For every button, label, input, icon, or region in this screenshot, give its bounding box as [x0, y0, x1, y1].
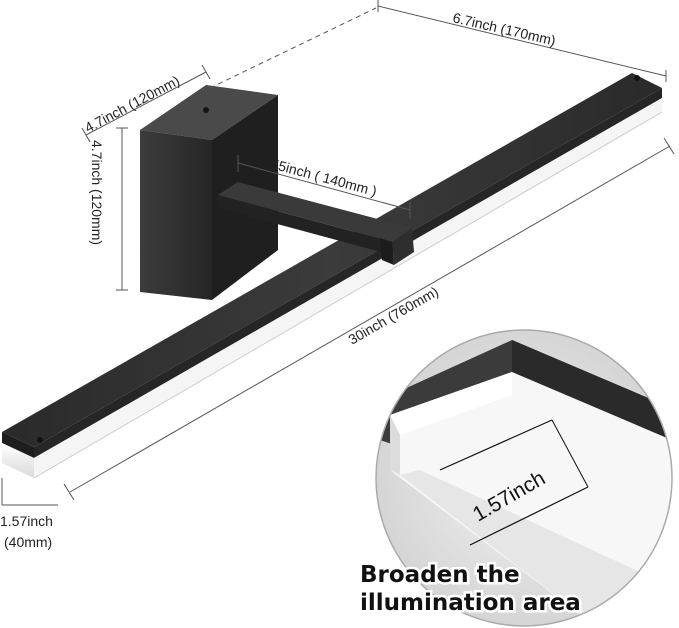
support-arm [218, 182, 414, 265]
callout-line-1: Broaden the [360, 562, 520, 588]
bar-height-mm-label: (40mm) [4, 534, 52, 550]
arm-length-label: 55inch ( 140mm ) [269, 155, 378, 199]
dimension-lines [1, 0, 675, 506]
bar-screw-left-icon [37, 437, 43, 443]
light-bar [2, 73, 663, 479]
wall-light-fixture [2, 73, 663, 479]
plate-height-label: 4.7inch (120mm) [89, 140, 105, 245]
plate-screw-icon [203, 107, 209, 113]
bar-screw-right-icon [634, 75, 640, 81]
wall-plate [140, 85, 278, 300]
arm-depth-label: 6.7inch (170mm) [451, 9, 557, 48]
callout-line-2: illumination area [360, 590, 581, 616]
bar-length-label: 30inch (760mm) [346, 283, 442, 347]
zoom-detail [375, 329, 673, 627]
bar-height-inch-label: 1.57inch [0, 513, 53, 529]
